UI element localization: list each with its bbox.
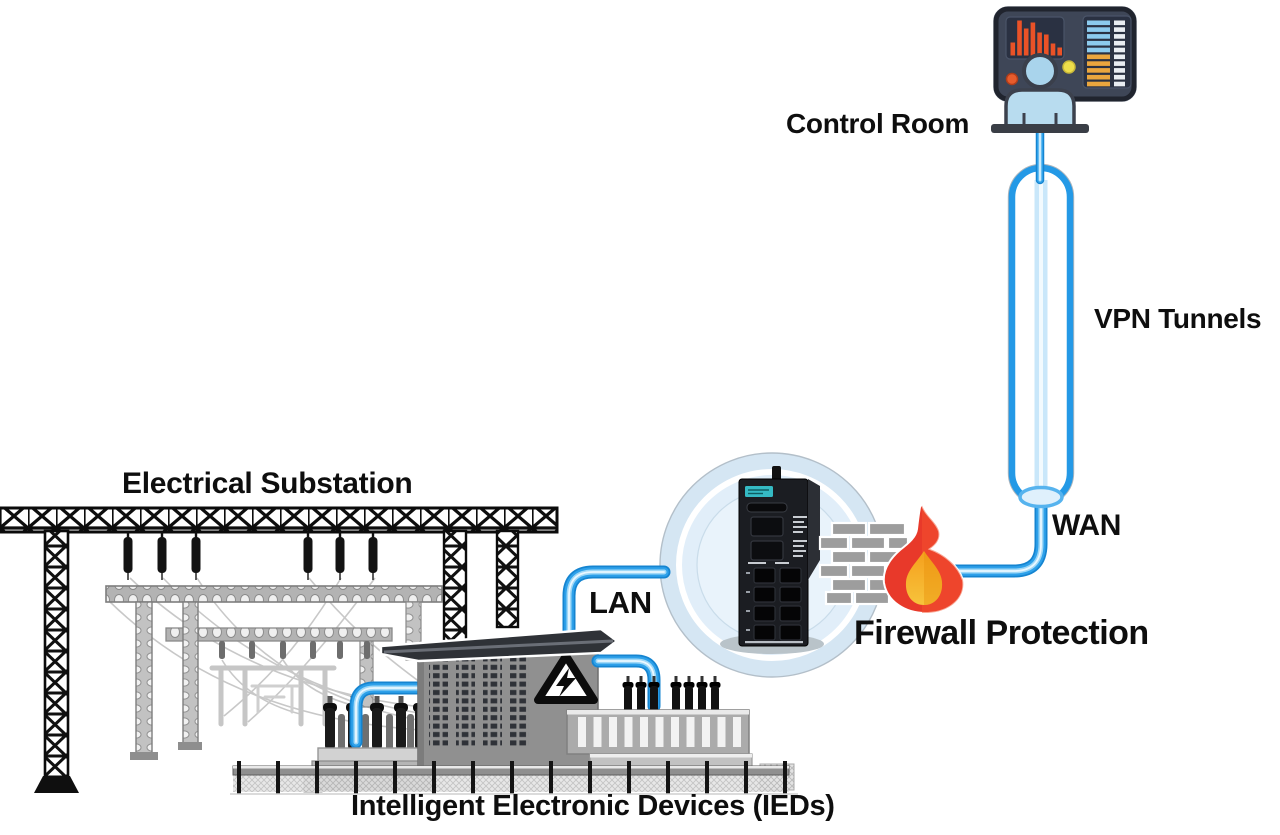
substation-illustration [0,506,798,795]
control-room-label: Control Room [786,108,970,139]
cable-wan [937,490,1048,578]
lan-label: LAN [589,585,652,620]
brick-wall-icon [818,521,910,606]
switch-frame [209,665,337,727]
transformer-icon [323,696,427,750]
status-dot-yellow [1062,60,1076,74]
flame-icon [882,501,965,615]
cable-lan [562,565,671,641]
secure-router-icon [738,466,820,647]
secondary-gantry [105,585,443,760]
operator-person-icon [991,53,1089,133]
vpn-tunnel-icon [1007,163,1075,509]
ethernet-ports [746,567,802,641]
building-vents [429,652,529,747]
warning-triangle-icon [534,652,598,704]
fence-icon [230,761,798,795]
dashboard-monitor-icon [993,6,1137,102]
transmission-gantry-icon [0,506,559,793]
dashboard-status-list [1087,20,1125,87]
vpn-tunnels-label: VPN Tunnels [1094,303,1262,334]
insulator-strings [123,532,378,659]
wan-label: WAN [1052,509,1122,542]
ieds-label: Intelligent Electronic Devices (IEDs) [351,790,835,822]
firewall-protection-label: Firewall Protection [854,614,1149,652]
desk [991,124,1089,133]
status-dot-orange [1005,72,1019,86]
cable-building-to-transformer [349,681,426,749]
substation-building-icon [379,627,619,776]
dashboard-bar-chart [1010,20,1062,56]
electrical-substation-label: Electrical Substation [122,467,413,500]
